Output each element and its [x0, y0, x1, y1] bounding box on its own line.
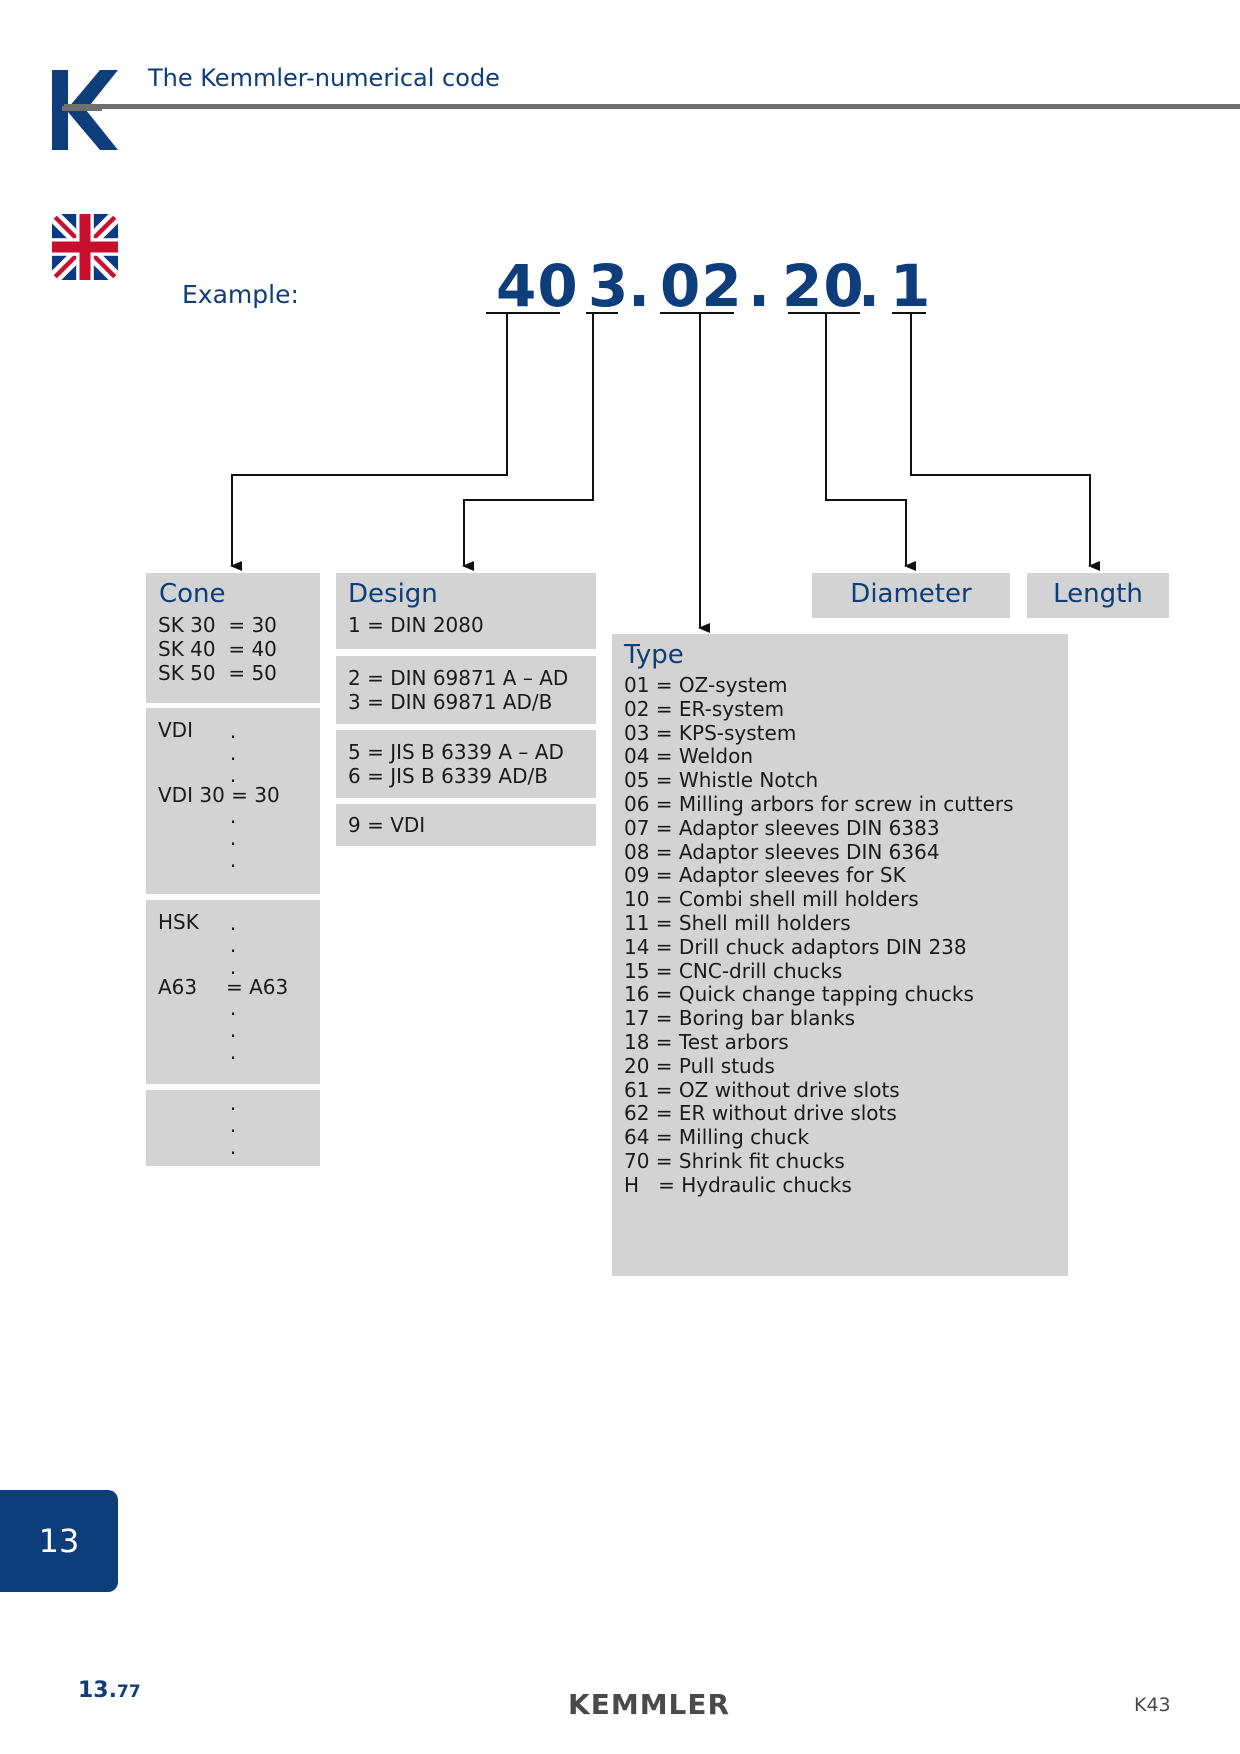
page-number-main: 13.	[78, 1678, 117, 1703]
code-separator: .	[858, 252, 882, 320]
list-item: SK 50 = 50	[158, 661, 277, 685]
catalog-code: K43	[1134, 1694, 1171, 1716]
list-item: 10 = Combi shell mill holders	[624, 887, 919, 912]
list-item: SK 30 = 30	[158, 613, 277, 637]
list-item: 03 = KPS-system	[624, 720, 797, 745]
cone-hsk-box: HSK ... A63 = A63 ...	[146, 900, 320, 1084]
ellipsis-dots: ...	[229, 719, 237, 787]
chapter-number: 13	[38, 1522, 80, 1560]
list-item: 04 = Weldon	[624, 744, 753, 769]
ellipsis-dots: ...	[229, 804, 237, 872]
vdi-value: VDI 30 = 30	[158, 783, 280, 807]
list-item: 16 = Quick change tapping chucks	[624, 982, 974, 1007]
list-item: 2 = DIN 69871 A – AD	[348, 666, 569, 690]
list-item: 17 = Boring bar blanks	[624, 1006, 856, 1031]
design-group-box: 2 = DIN 69871 A – AD 3 = DIN 69871 AD/B	[336, 656, 596, 724]
hsk-value-right: = A63	[226, 975, 289, 999]
list-item: 02 = ER-system	[624, 696, 785, 721]
list-item: 18 = Test arbors	[624, 1029, 789, 1054]
design-title: Design	[348, 579, 438, 609]
list-item: 09 = Adaptor sleeves for SK	[624, 863, 906, 888]
list-item: 61 = OZ without drive slots	[624, 1077, 900, 1102]
list-item: 15 = CNC-drill chucks	[624, 958, 843, 983]
list-item: 07 = Adaptor sleeves DIN 6383	[624, 815, 940, 840]
example-label: Example:	[182, 280, 299, 309]
cone-more-box: ...	[146, 1090, 320, 1166]
page-title: The Kemmler-numerical code	[148, 64, 500, 92]
code-part-type: 02	[660, 252, 743, 320]
design-group-box: 5 = JIS B 6339 A – AD 6 = JIS B 6339 AD/…	[336, 730, 596, 798]
list-item: 05 = Whistle Notch	[624, 768, 819, 793]
list-item: 14 = Drill chuck adaptors DIN 238	[624, 934, 967, 959]
vdi-label: VDI	[158, 718, 193, 742]
brand-wordmark: KEMMLER	[568, 1688, 731, 1721]
uk-flag-icon	[52, 214, 118, 280]
header-rule	[64, 104, 1240, 109]
chapter-tab	[0, 1490, 118, 1592]
cone-vdi-box: VDI ... VDI 30 = 30 ...	[146, 708, 320, 894]
ellipsis-dots: ...	[229, 996, 237, 1064]
list-item: 11 = Shell mill holders	[624, 910, 851, 935]
list-item: 06 = Milling arbors for screw in cutters	[624, 791, 1014, 816]
length-title: Length	[1053, 579, 1143, 609]
code-separator: .	[748, 252, 772, 320]
type-title: Type	[624, 640, 684, 670]
list-item: 1 = DIN 2080	[348, 613, 484, 637]
cone-title: Cone	[159, 579, 226, 609]
diameter-box: Diameter	[812, 573, 1010, 618]
list-item: 01 = OZ-system	[624, 673, 788, 697]
page-number: 13.77	[78, 1678, 141, 1703]
list-item: 64 = Milling chuck	[624, 1125, 810, 1150]
list-item: 62 = ER without drive slots	[624, 1101, 897, 1126]
hsk-label: HSK	[158, 910, 199, 934]
design-group-box: 9 = VDI	[336, 804, 596, 846]
code-part-design: 3	[588, 252, 630, 320]
design-box: Design 1 = DIN 2080	[336, 573, 596, 649]
list-item: 70 = Shrink fit chucks	[624, 1148, 845, 1173]
diameter-title: Diameter	[850, 579, 972, 609]
ellipsis-dots: ...	[229, 911, 237, 979]
code-separator: .	[628, 252, 652, 320]
code-part-length: 1	[890, 252, 932, 320]
list-item: 3 = DIN 69871 AD/B	[348, 690, 553, 714]
code-part-cone: 40	[496, 252, 579, 320]
list-item: 9 = VDI	[348, 813, 426, 837]
page-number-sub: 77	[116, 1682, 141, 1702]
list-item: 5 = JIS B 6339 A – AD	[348, 740, 564, 764]
list-item: 08 = Adaptor sleeves DIN 6364	[624, 839, 940, 864]
hsk-value-left: A63	[158, 975, 198, 999]
list-item: SK 40 = 40	[158, 637, 277, 661]
list-item: 20 = Pull studs	[624, 1053, 775, 1078]
list-item: H = Hydraulic chucks	[624, 1172, 852, 1197]
length-box: Length	[1027, 573, 1169, 618]
list-item: 6 = JIS B 6339 AD/B	[348, 764, 548, 788]
code-part-diameter: 20	[782, 252, 865, 320]
ellipsis-dots: ...	[229, 1091, 237, 1159]
cone-box: Cone SK 30 = 30 SK 40 = 40 SK 50 = 50	[146, 573, 320, 703]
